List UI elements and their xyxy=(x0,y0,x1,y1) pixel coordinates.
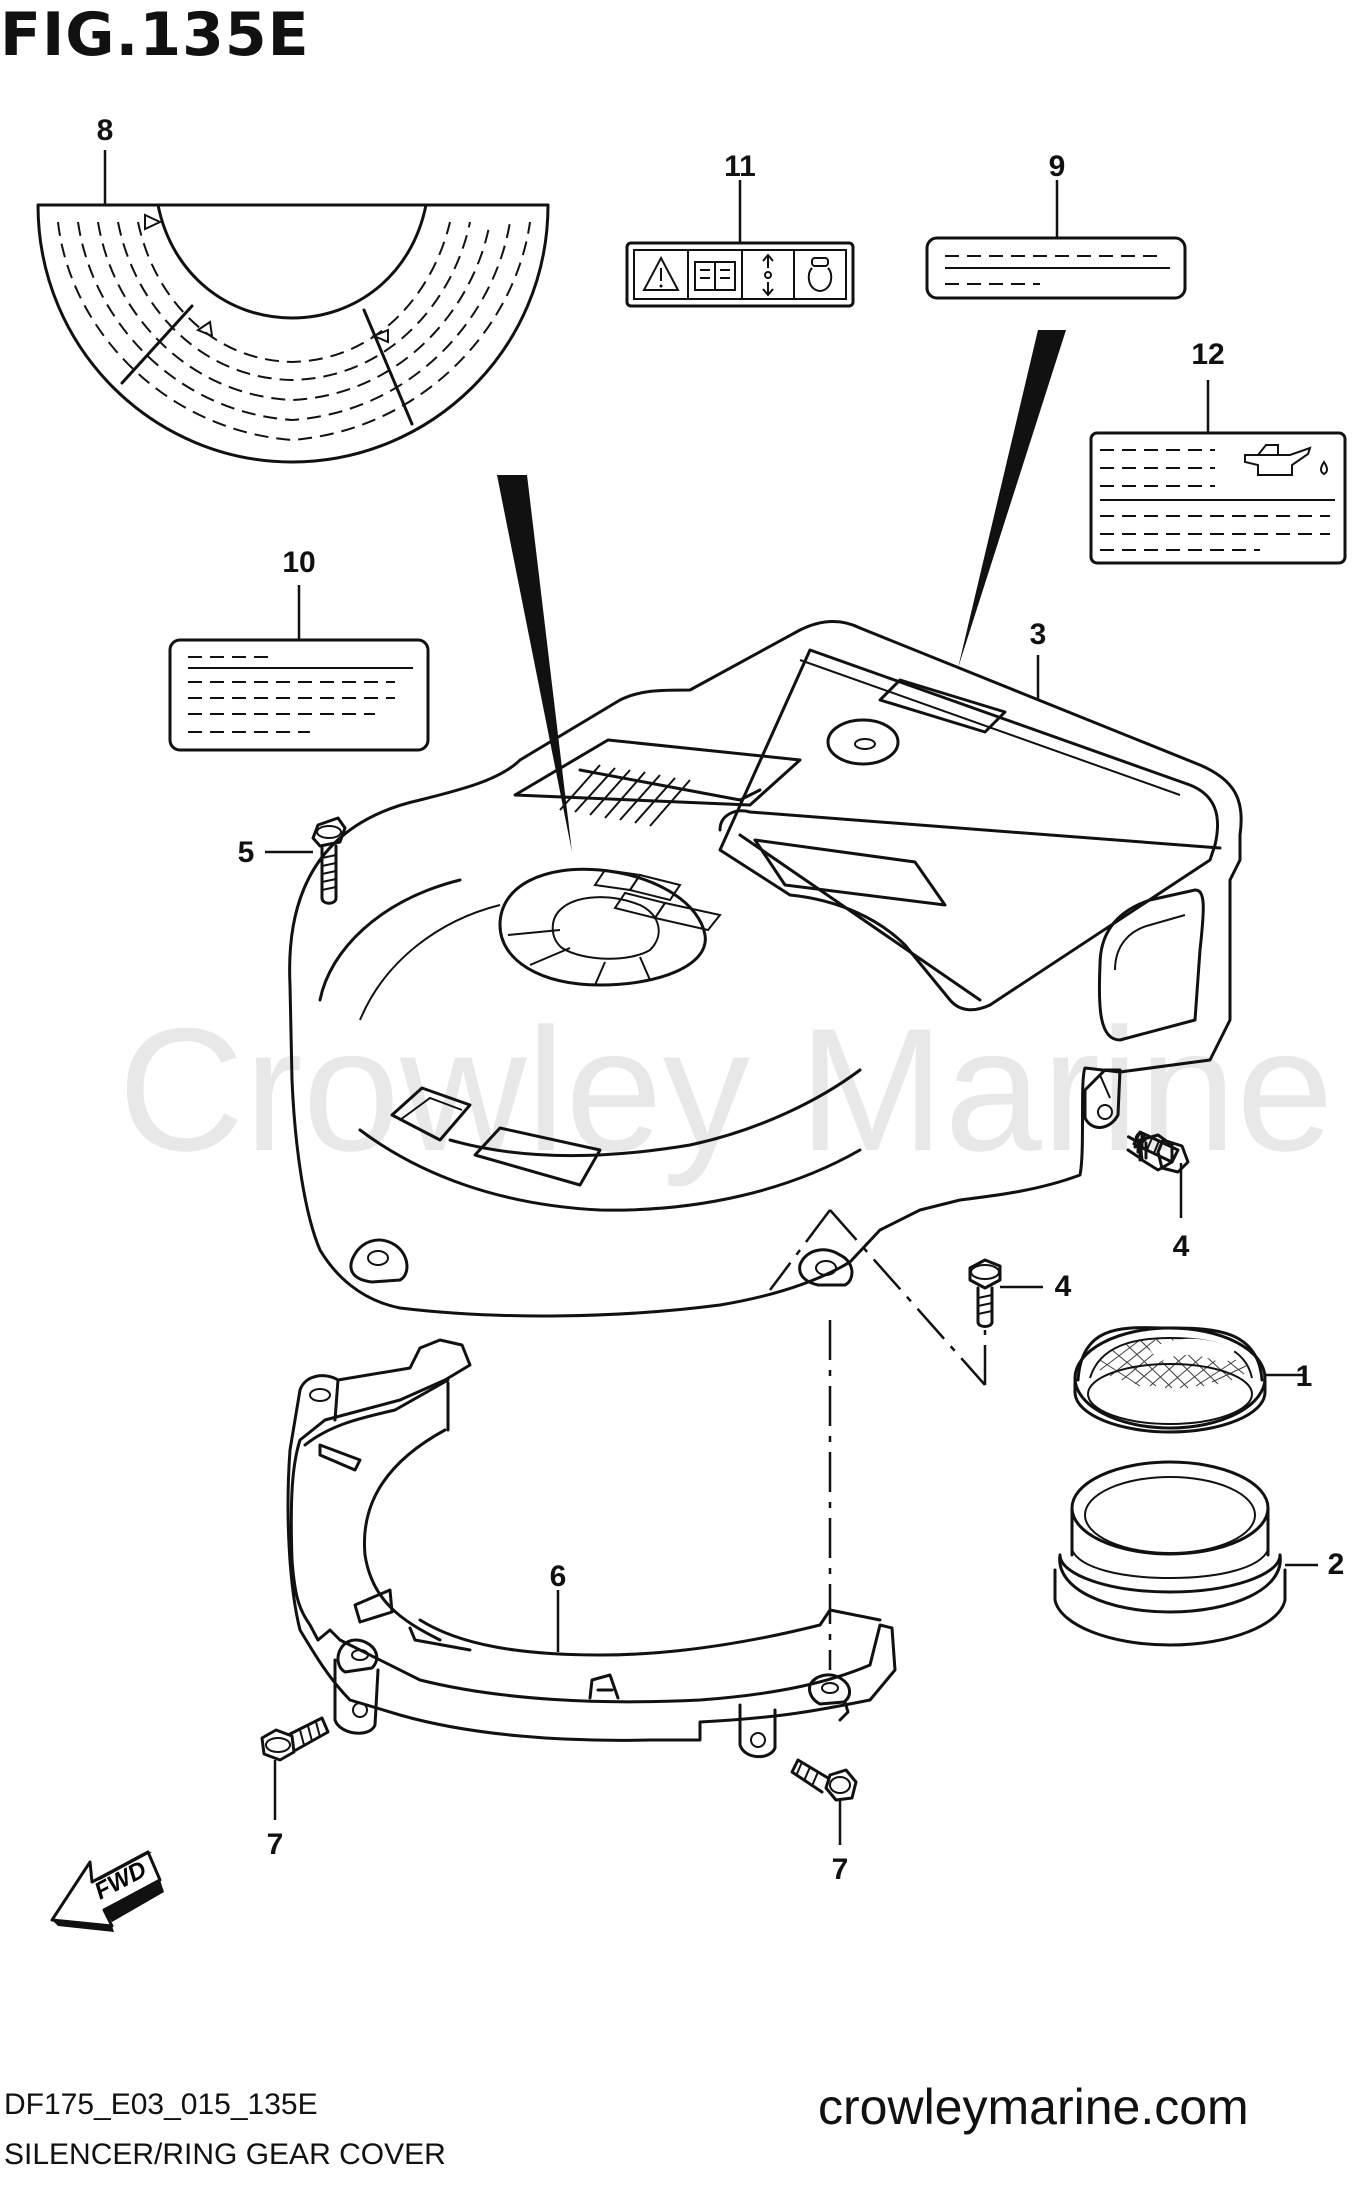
figure-title: FIG.135E xyxy=(0,0,310,70)
callout-9: 9 xyxy=(1048,150,1066,183)
figure-caption: SILENCER/RING GEAR COVER xyxy=(4,2138,446,2171)
label-pointer-wedge-left xyxy=(497,475,572,852)
label-pointer-wedge-right xyxy=(958,330,1066,668)
part-12-oil-label xyxy=(1089,431,1347,565)
callout-4-upper: 4 xyxy=(1172,1230,1190,1263)
up-down-arrow-icon xyxy=(762,253,774,297)
callout-7-left: 7 xyxy=(266,1828,284,1861)
callout-4-lower: 4 xyxy=(1054,1270,1072,1303)
part-9-label xyxy=(925,236,1187,300)
figure-code: DF175_E03_015_135E xyxy=(4,2088,318,2121)
part-7-bolt-right xyxy=(790,1758,858,1802)
part-7-bolt-left xyxy=(260,1716,330,1762)
callout-7-right: 7 xyxy=(831,1853,849,1886)
part-8-semicircle-decal xyxy=(36,203,550,464)
part-5-bolt xyxy=(311,816,347,905)
rotation-icon xyxy=(807,257,833,293)
center-line-c xyxy=(769,1209,831,1291)
part-4-bolt-diagonal xyxy=(1132,1130,1190,1174)
oil-can-icon xyxy=(1244,444,1328,476)
website-link[interactable]: crowleymarine.com xyxy=(818,2079,1249,2135)
part-6-ring-gear-cover xyxy=(286,1338,897,1759)
callout-3: 3 xyxy=(1029,618,1047,651)
callout-10: 10 xyxy=(282,546,316,579)
part-1-silencer-screen xyxy=(1073,1326,1267,1434)
callout-12: 12 xyxy=(1191,338,1225,371)
fwd-arrow-icon: FWD xyxy=(50,1850,164,1932)
warning-triangle-icon xyxy=(642,255,680,291)
callout-2: 2 xyxy=(1327,1548,1345,1581)
watermark: Crowley Marine xyxy=(118,993,1334,1188)
part-10-label xyxy=(168,638,430,752)
part-11-icon-label xyxy=(625,241,855,308)
callout-6: 6 xyxy=(549,1560,567,1593)
center-line-a xyxy=(829,1209,986,1386)
manual-book-icon xyxy=(694,261,736,291)
part-3-silencer-cover xyxy=(288,619,1243,1318)
part-4-bolt-lower xyxy=(968,1258,1002,1328)
callout-11: 11 xyxy=(724,150,756,183)
callout-8: 8 xyxy=(96,114,114,147)
callout-5: 5 xyxy=(237,836,255,869)
callout-1: 1 xyxy=(1295,1360,1313,1393)
part-2-grommet xyxy=(1053,1460,1287,1647)
